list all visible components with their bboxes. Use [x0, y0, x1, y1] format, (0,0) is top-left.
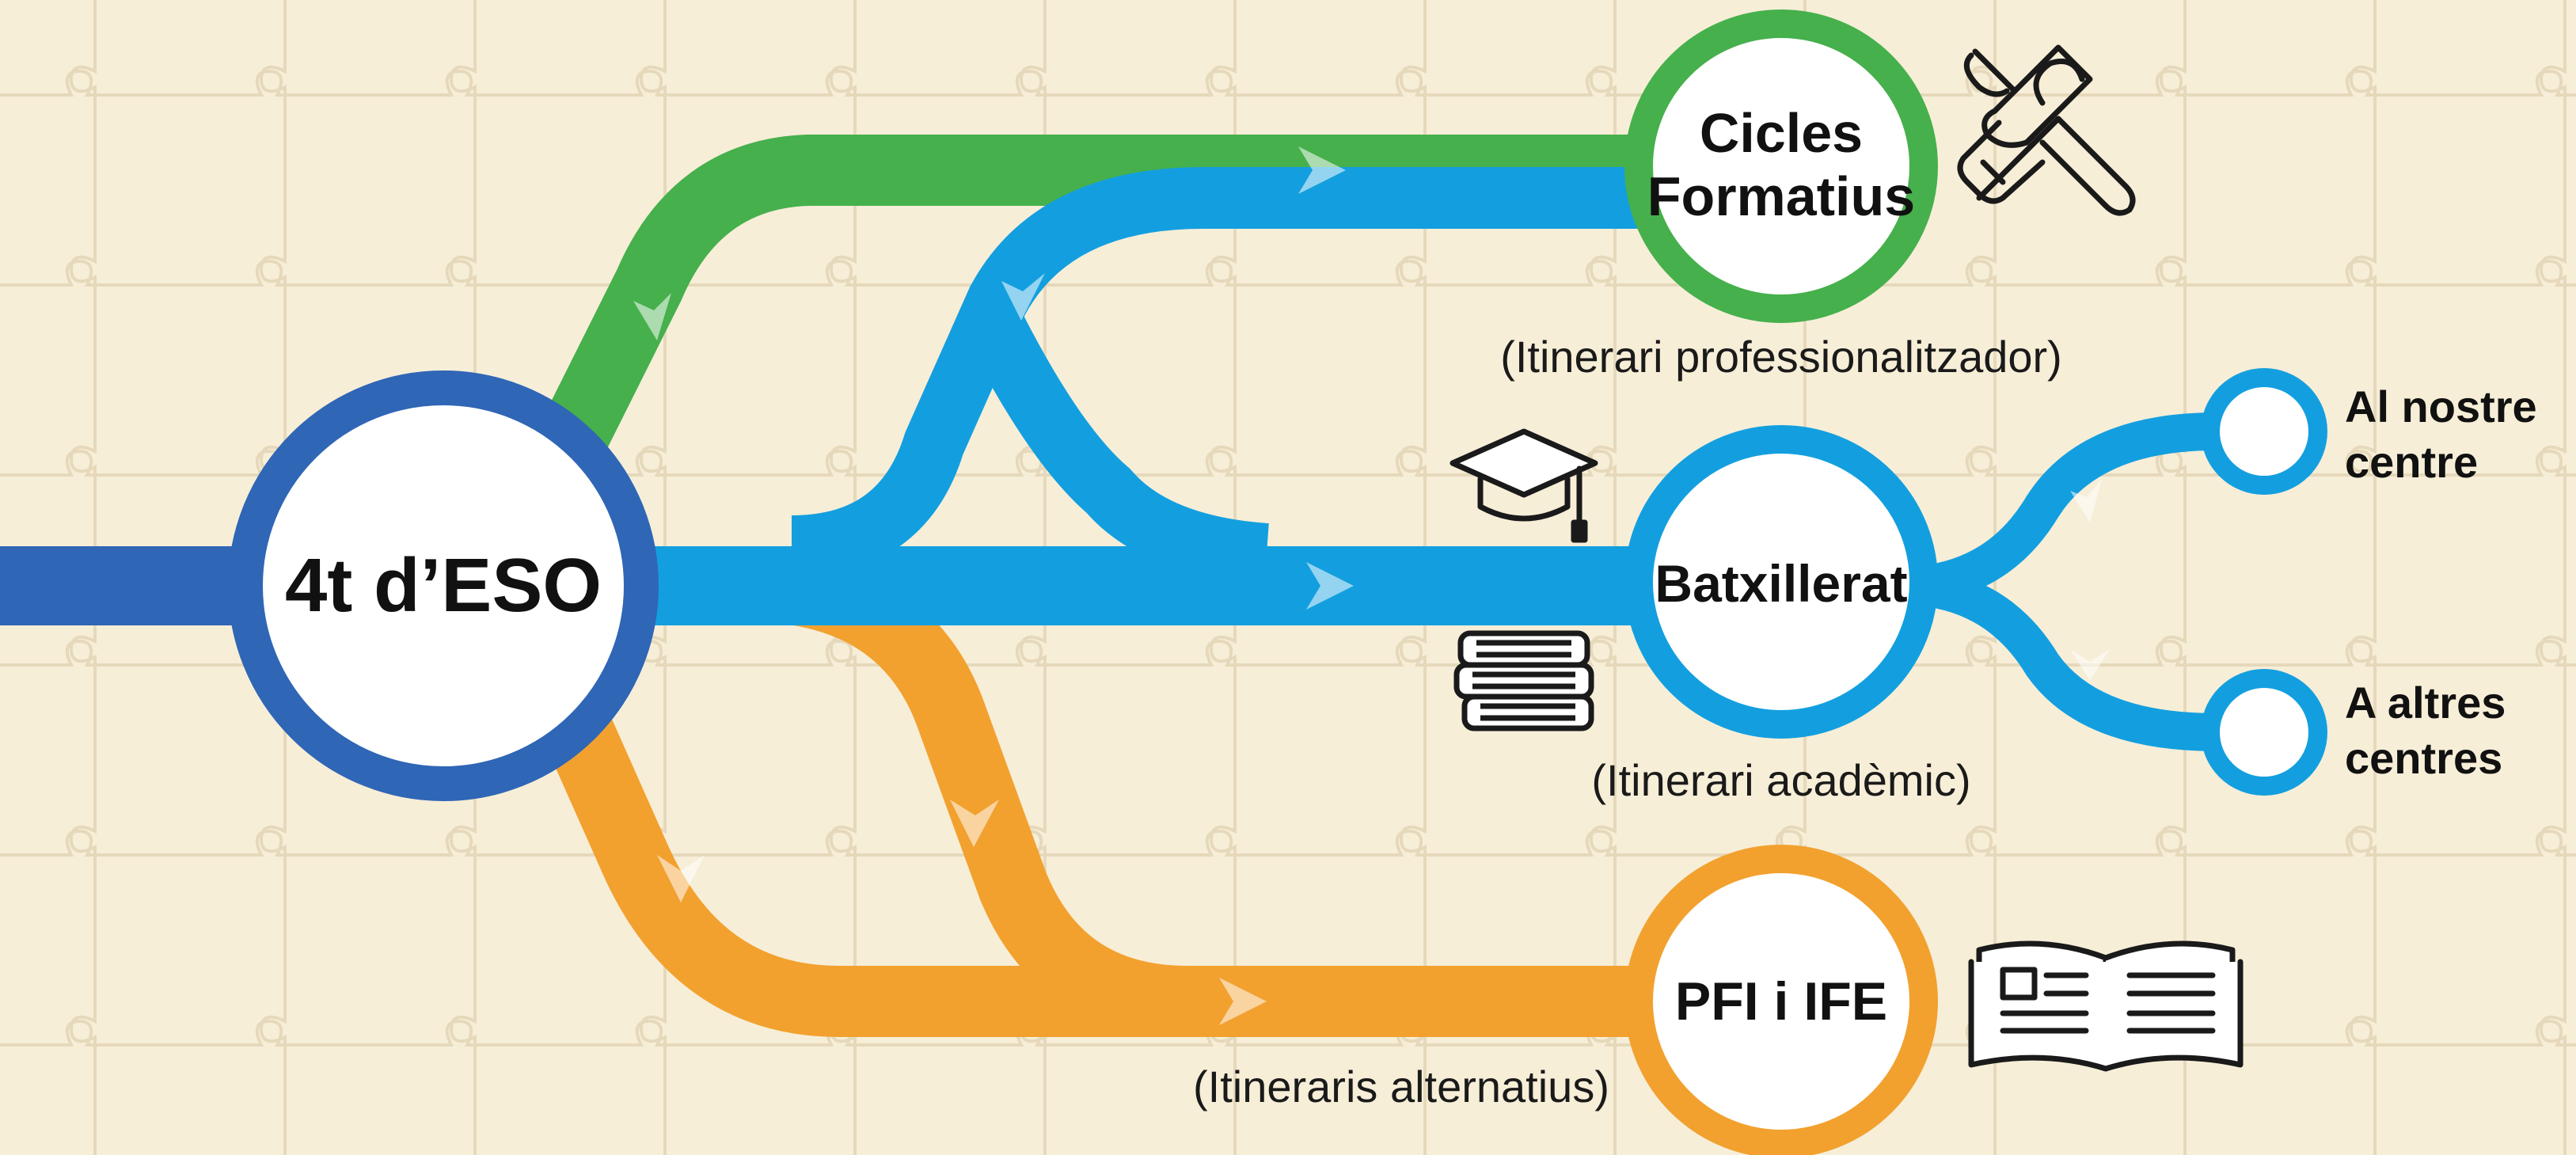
path-blue-to-cicles: [791, 167, 1647, 577]
caption-academic: (Itinerari acadèmic): [1591, 755, 1970, 805]
open-book-icon: [1968, 940, 2244, 1072]
option-2-line2: centres: [2345, 733, 2502, 783]
caption-professionalitzador: (Itinerari professionalitzador): [1500, 332, 2062, 382]
path-orange-lower: [537, 697, 1267, 1037]
path-branch-lower: [1899, 567, 2217, 751]
option-1-line2: centre: [2345, 437, 2478, 487]
arrow-icon: [1001, 273, 1045, 321]
flow-arrows: [633, 146, 2110, 1025]
node-4t-eso: 4t d’ESO: [228, 370, 659, 801]
path-blue-loop: [962, 302, 1270, 585]
option-2-line1: A altres: [2345, 678, 2506, 728]
arrow-icon: [2070, 649, 2110, 681]
arrow-icon: [950, 800, 999, 847]
node-cicles-label-line2: Formatius: [1647, 165, 1915, 227]
node-pfi-label: PFI i IFE: [1675, 971, 1887, 1032]
graduation-cap-icon: [1449, 428, 1598, 543]
option-al-nostre-centre: Al nostre centre: [2201, 368, 2537, 495]
arrow-icon: [633, 293, 671, 340]
option-1-line1: Al nostre: [2345, 382, 2537, 431]
caption-alternatius: (Itineraris alternatius): [1193, 1062, 1609, 1111]
arrow-icon: [1219, 978, 1267, 1025]
arrow-icon: [2070, 479, 2102, 522]
path-green-cicles: [538, 135, 1647, 460]
arrow-icon: [1306, 562, 1354, 610]
node-4t-eso-label: 4t d’ESO: [285, 543, 602, 628]
node-batxillerat-label: Batxillerat: [1655, 554, 1907, 613]
option-altres-centres: A altres centres: [2201, 669, 2506, 796]
node-cicles-formatius: Cicles Formatius: [1624, 9, 1938, 323]
arrow-icon: [1298, 146, 1346, 194]
tools-icon: [1957, 44, 2136, 216]
arrow-icon: [657, 855, 705, 902]
books-stack-icon: [1453, 630, 1594, 731]
node-cicles-label-line1: Cicles: [1700, 102, 1863, 164]
node-pfi-ife: PFI i IFE: [1624, 845, 1938, 1155]
node-batxillerat: Batxillerat: [1624, 425, 1938, 739]
